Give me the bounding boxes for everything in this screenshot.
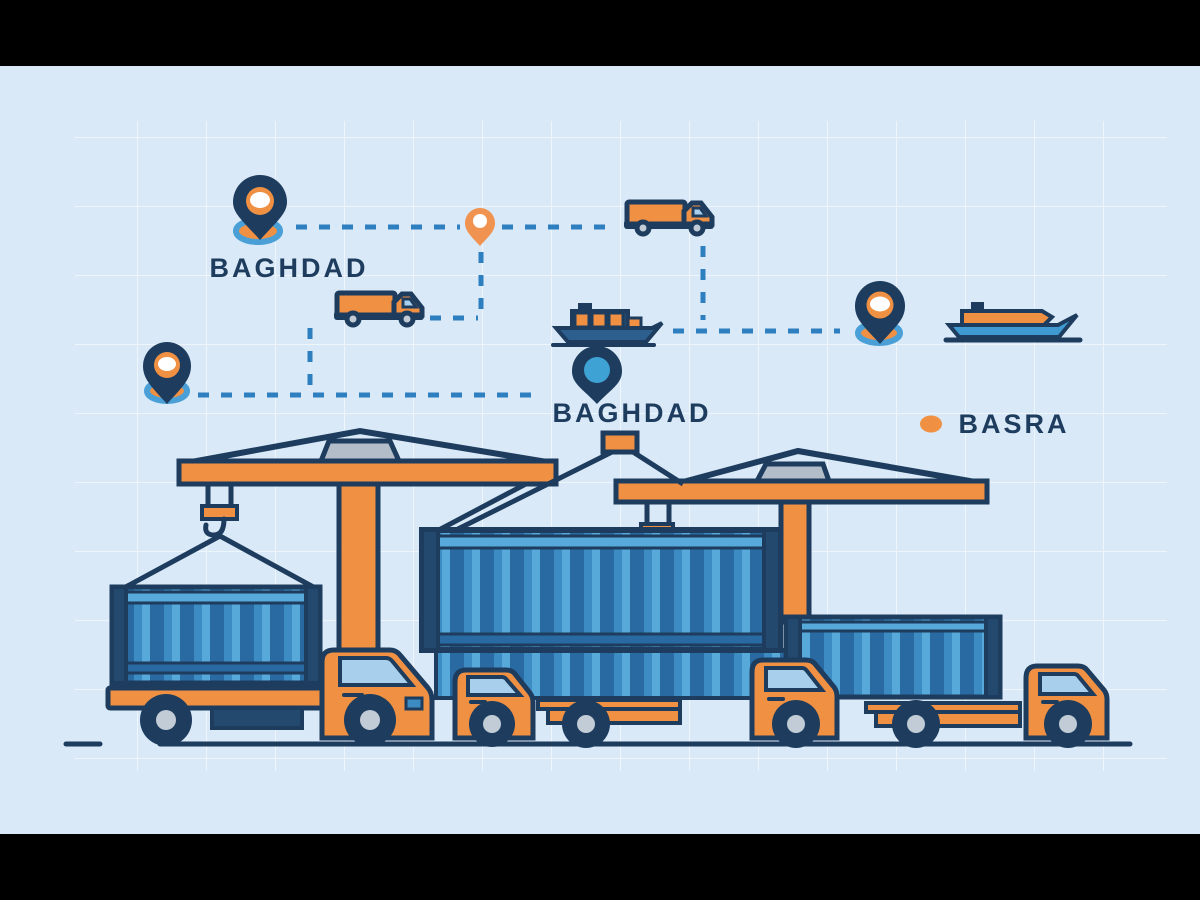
map-pin-icon-right (855, 281, 905, 346)
map-pin-icon-baghdad-mid (572, 346, 622, 404)
flatbed-truck-4 (864, 663, 1110, 748)
container-icon-middle (419, 527, 783, 653)
cargo-ship-icon (551, 303, 664, 347)
label-basra: BASRA (958, 409, 1069, 439)
container-icon-right (783, 614, 1003, 700)
container-icon-left (109, 584, 323, 686)
crane-icon-right (613, 447, 990, 625)
letterbox-top (0, 0, 1200, 66)
destination-dot-icon (920, 415, 942, 433)
crane-spreader-block (454, 430, 685, 533)
flatbed-truck-2 (452, 667, 536, 747)
flatbed-truck-3 (536, 657, 840, 748)
map-pin-icon-left (143, 342, 191, 404)
truck-icon-middle (334, 290, 425, 328)
route-dashed-line (198, 224, 840, 398)
letterbox-bottom (0, 834, 1200, 900)
waypoint-pin-icon (464, 207, 496, 246)
map-pin-icon-baghdad-top (233, 175, 287, 245)
label-baghdad-top: BAGHDAD (210, 253, 369, 283)
truck-icon-top (624, 199, 715, 237)
label-baghdad-mid: BAGHDAD (553, 398, 712, 428)
ship-icon-right (943, 302, 1083, 343)
flatbed-truck-1 (105, 647, 435, 746)
